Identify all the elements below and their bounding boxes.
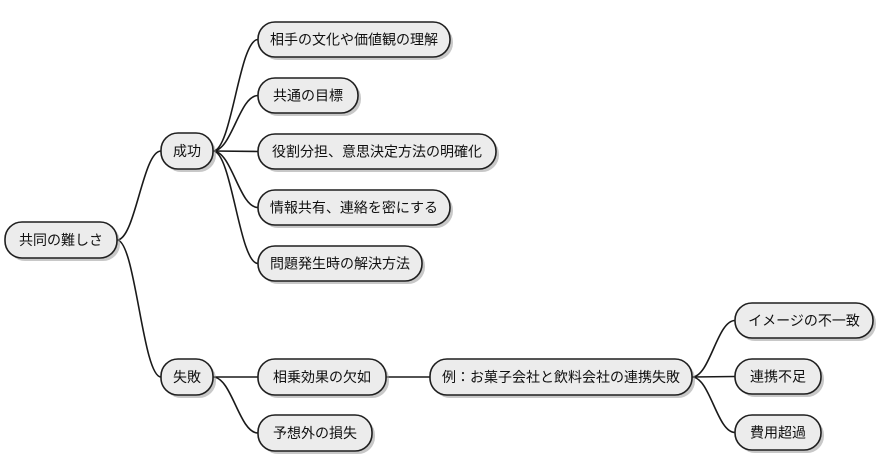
node-box (257, 133, 497, 170)
node-box (257, 358, 387, 396)
node-box (4, 221, 118, 259)
node-label: 問題発生時の解決方法 (270, 257, 410, 273)
node-label: 例：お菓子会社と飲料会社の連携失敗 (442, 370, 680, 386)
node-box (257, 245, 423, 282)
mindmap-node-s3[interactable]: 役割分担、意思決定方法の明確化 (257, 133, 499, 172)
mindmap-node-ex[interactable]: 例：お菓子会社と飲料会社の連携失敗 (429, 358, 695, 398)
node-box (257, 414, 373, 452)
mindmap-node-s1[interactable]: 相手の文化や価値観の理解 (257, 21, 453, 60)
node-box (734, 358, 822, 395)
mindmap-node-e3[interactable]: 費用超過 (734, 414, 824, 453)
node-label: 共通の目標 (273, 89, 343, 105)
node-label: 相手の文化や価値観の理解 (270, 33, 438, 49)
edge-root-to-failure (116, 239, 162, 378)
node-box (257, 21, 451, 58)
node-box (734, 414, 822, 451)
edge-ex-to-e3 (691, 376, 736, 434)
edge-layer (116, 38, 736, 434)
node-box (160, 132, 214, 170)
mindmap-node-failure[interactable]: 失敗 (160, 358, 216, 398)
edge-failure-to-f2 (212, 376, 259, 434)
mindmap-node-root[interactable]: 共同の難しさ (4, 221, 120, 261)
edge-success-to-s3 (212, 150, 259, 153)
node-box (257, 189, 451, 226)
node-label: 費用超過 (750, 426, 806, 442)
node-label: 予想外の損失 (273, 426, 357, 442)
mindmap-node-s5[interactable]: 問題発生時の解決方法 (257, 245, 425, 284)
mindmap-node-e2[interactable]: 連携不足 (734, 358, 824, 397)
node-label: 情報共有、連絡を密にする (270, 201, 438, 217)
node-box (734, 302, 874, 339)
node-label: 成功 (173, 144, 201, 160)
edge-success-to-s4 (212, 150, 259, 209)
node-box (160, 358, 214, 396)
edge-root-to-success (116, 150, 162, 241)
node-label: 共同の難しさ (19, 233, 103, 249)
edge-success-to-s1 (212, 38, 259, 152)
node-box (429, 358, 693, 396)
mindmap-node-s4[interactable]: 情報共有、連絡を密にする (257, 189, 453, 228)
node-label: 相乗効果の欠如 (273, 370, 371, 386)
mindmap-node-e1[interactable]: イメージの不一致 (734, 302, 876, 341)
mindmap-node-success[interactable]: 成功 (160, 132, 216, 172)
node-label: 連携不足 (750, 370, 806, 386)
edge-success-to-s5 (212, 150, 259, 265)
edge-ex-to-e1 (691, 319, 736, 378)
edge-ex-to-e2 (691, 375, 736, 378)
node-box (257, 77, 359, 114)
node-label: 役割分担、意思決定方法の明確化 (272, 145, 482, 161)
mindmap-node-s2[interactable]: 共通の目標 (257, 77, 361, 116)
mindmap-node-f1[interactable]: 相乗効果の欠如 (257, 358, 389, 398)
edge-success-to-s2 (212, 94, 259, 152)
mindmap-node-f2[interactable]: 予想外の損失 (257, 414, 375, 454)
node-label: 失敗 (173, 370, 201, 386)
node-label: イメージの不一致 (748, 314, 860, 330)
